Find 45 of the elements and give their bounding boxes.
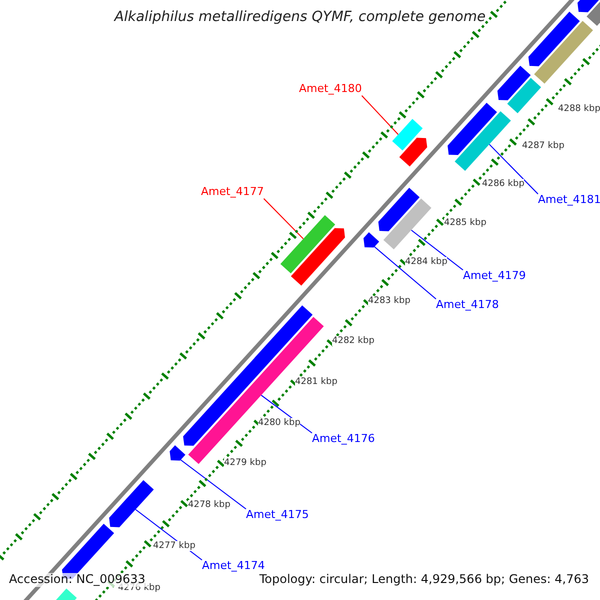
gene-block: [364, 232, 380, 248]
gene-label: Amet_4176: [312, 433, 375, 446]
leader-line: [410, 230, 464, 270]
leader-line: [488, 144, 538, 194]
gene-block: [383, 198, 432, 250]
gene-block: [454, 111, 511, 171]
gene-block: [109, 480, 154, 528]
gene-block: [507, 78, 542, 114]
scale-label: 4277 kbp: [153, 541, 196, 552]
gene-block: [534, 20, 593, 84]
gene-block: [170, 445, 186, 461]
gene-block: [578, 0, 600, 12]
leader-line: [260, 394, 312, 434]
gene-label: Amet_4180: [299, 83, 362, 96]
gene-block: [290, 228, 345, 286]
gene-block: [378, 188, 420, 232]
scale-label: 4279 kbp: [224, 458, 266, 468]
gene-block: [528, 12, 580, 66]
scale-label: 4284 kbp: [405, 257, 448, 268]
scale-label: 4278 kbp: [188, 500, 230, 510]
leader-line: [263, 198, 304, 240]
gene-block: [392, 118, 423, 150]
scale-label: 4282 kbp: [332, 336, 374, 346]
gene-label: Amet_4181: [538, 194, 600, 207]
gene-label: Amet_4175: [246, 509, 309, 522]
gene-label: Amet_4178: [436, 299, 499, 312]
gene-block: [399, 138, 428, 166]
gene-block: [448, 102, 497, 155]
title: Alkaliphilus metalliredigens QYMF, complete genome: [112, 9, 487, 26]
leader-line: [374, 246, 436, 300]
scale-label: 4287 kbp: [522, 141, 564, 152]
scale-label: 4280 kbp: [258, 418, 300, 428]
leader-line: [180, 459, 246, 510]
gene-label: Amet_4177: [201, 186, 264, 199]
gene-block: [280, 215, 336, 274]
scale-label: 4288 kbp: [558, 104, 600, 114]
scale-label: 4283 kbp: [368, 296, 410, 306]
gene-label: Amet_4174: [202, 560, 265, 573]
scale-label: 4281 kbp: [295, 377, 338, 388]
gene-block: [586, 0, 600, 26]
scale-label: 4286 kbp: [482, 179, 524, 190]
gene-block: [497, 66, 531, 100]
gene-label: Amet_4179: [463, 270, 526, 283]
scale-label: 4285 kbp: [444, 218, 486, 228]
leader-line: [361, 95, 399, 135]
